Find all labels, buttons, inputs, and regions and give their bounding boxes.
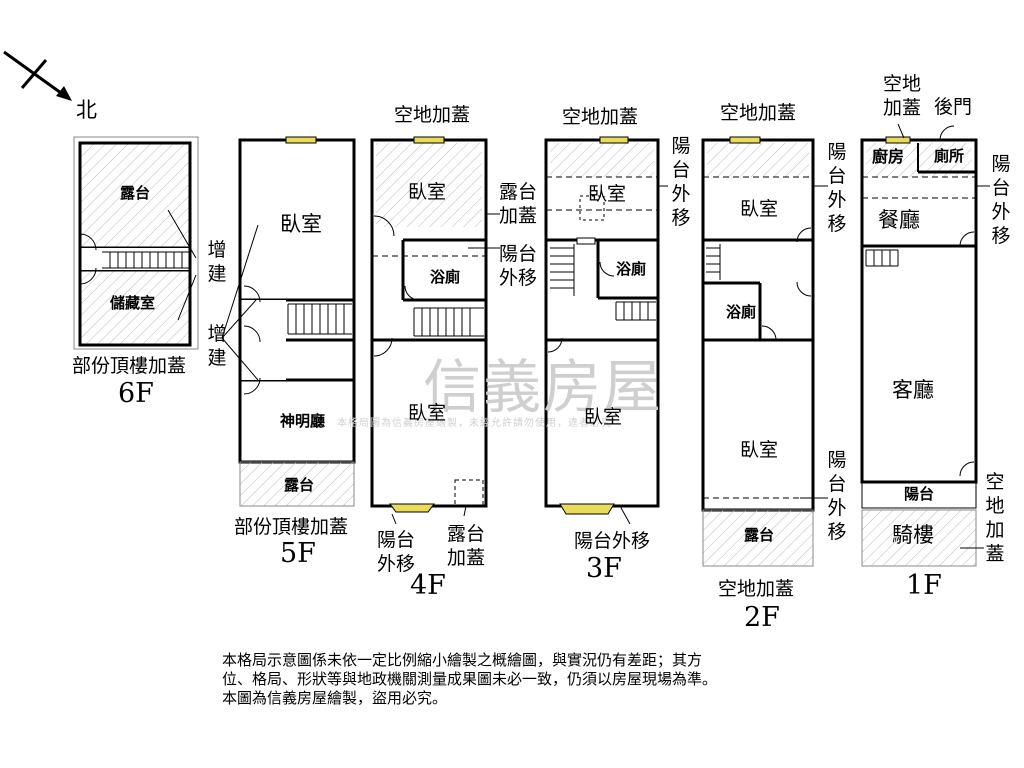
f5-terrace-label: 露台 — [284, 476, 315, 494]
f3-bedroom-top-label: 臥室 — [588, 183, 627, 205]
disclaimer-note: 本格局示意圖係未依一定比例縮小繪製之概繪圖，與實況仍有差距；其方 位、格局、形狀… — [222, 651, 822, 708]
f3-bath-label: 浴廁 — [616, 260, 647, 278]
f4-balcony-moved-label: 陽台外移 — [498, 243, 537, 289]
f6-floor-label: 6F — [118, 378, 154, 409]
f1-balcony-moved-label: 陽台外移 — [991, 153, 1011, 247]
f6-terrace-label: 露台 — [120, 184, 151, 202]
f1-arcade-label: 騎樓 — [892, 523, 934, 547]
f1-toilet-label: 廁所 — [934, 147, 965, 165]
floor-3f-plan — [544, 136, 668, 525]
f2-terrace-label: 露台 — [744, 526, 775, 544]
disclaimer-line: 本格局示意圖係未依一定比例縮小繪製之概繪圖，與實況仍有差距；其方 — [222, 651, 703, 669]
f1-kitchen-label: 廚房 — [872, 147, 905, 166]
f5-shrine-label: 神明廳 — [280, 412, 326, 430]
f3-bedroom-bottom-label: 臥室 — [584, 406, 623, 428]
f5-floor-label: 5F — [280, 538, 316, 569]
f6-caption: 部份頂樓加蓋 — [72, 355, 187, 377]
f2-balcony-top-label: 陽台外移 — [827, 141, 847, 235]
f4-terrace-cover-label: 露台加蓋 — [498, 181, 537, 227]
f5-bedroom-label: 臥室 — [280, 212, 322, 236]
f3-top-note: 空地加蓋 — [562, 106, 639, 128]
f1-right-note: 空地加蓋 — [985, 471, 1005, 565]
disclaimer-line: 本圖為信義房屋繪製，盜用必究。 — [222, 689, 448, 707]
f6-addition-bottom-label: 增建 — [207, 323, 227, 369]
f2-bedroom-bottom-label: 臥室 — [740, 439, 779, 461]
f4-top-note: 空地加蓋 — [394, 104, 471, 126]
f2-bedroom-top-label: 臥室 — [740, 198, 779, 220]
floor-5f-plan — [221, 136, 356, 507]
f4-bottom-right-note: 露台加蓋 — [446, 523, 485, 569]
floor-2f-plan — [701, 136, 828, 567]
floor-4f-plan — [370, 136, 500, 525]
north-arrow-icon — [3, 50, 72, 101]
f1-top-note: 空地加蓋 — [882, 73, 921, 119]
f3-floor-label: 3F — [586, 553, 622, 584]
f2-top-note: 空地加蓋 — [720, 102, 797, 124]
f4-floor-label: 4F — [410, 570, 446, 601]
f1-balcony-label: 陽台 — [904, 485, 935, 503]
f6-addition-top-label: 增建 — [207, 239, 227, 285]
f2-balcony-bottom-label: 陽台外移 — [827, 449, 847, 543]
disclaimer-line: 位、格局、形狀等與地政機關測量成果圖未必一致，仍須以房屋現場為準。 — [222, 670, 718, 688]
f4-bottom-left-note: 陽台外移 — [376, 529, 415, 575]
floor-6f-plan — [73, 136, 199, 350]
watermark-brand: 信義房屋 — [423, 353, 664, 421]
f3-bottom-note: 陽台外移 — [574, 530, 651, 552]
f5-caption: 部份頂樓加蓋 — [234, 516, 349, 538]
f4-bedroom-bottom-label: 臥室 — [408, 402, 447, 424]
f2-bottom-note: 空地加蓋 — [718, 578, 795, 600]
f1-living-label: 客廳 — [892, 378, 934, 402]
f1-floor-label: 1F — [906, 570, 942, 601]
f3-balcony-moved-label: 陽台外移 — [671, 135, 691, 229]
f4-bedroom-top-label: 臥室 — [408, 181, 447, 203]
f1-back-door-label: 後門 — [934, 96, 973, 118]
f2-floor-label: 2F — [744, 602, 780, 633]
floor-1f-plan — [860, 123, 990, 567]
watermark-subtext: 本格局圖為信義房屋繪製，未經允許請勿使用，違者必究 — [337, 418, 612, 429]
f2-bath-label: 浴廁 — [726, 303, 757, 321]
north-label: 北 — [76, 98, 97, 122]
f4-bath-label: 浴廁 — [430, 268, 461, 286]
f6-storage-label: 儲藏室 — [110, 294, 156, 312]
f1-dining-label: 餐廳 — [878, 208, 920, 232]
